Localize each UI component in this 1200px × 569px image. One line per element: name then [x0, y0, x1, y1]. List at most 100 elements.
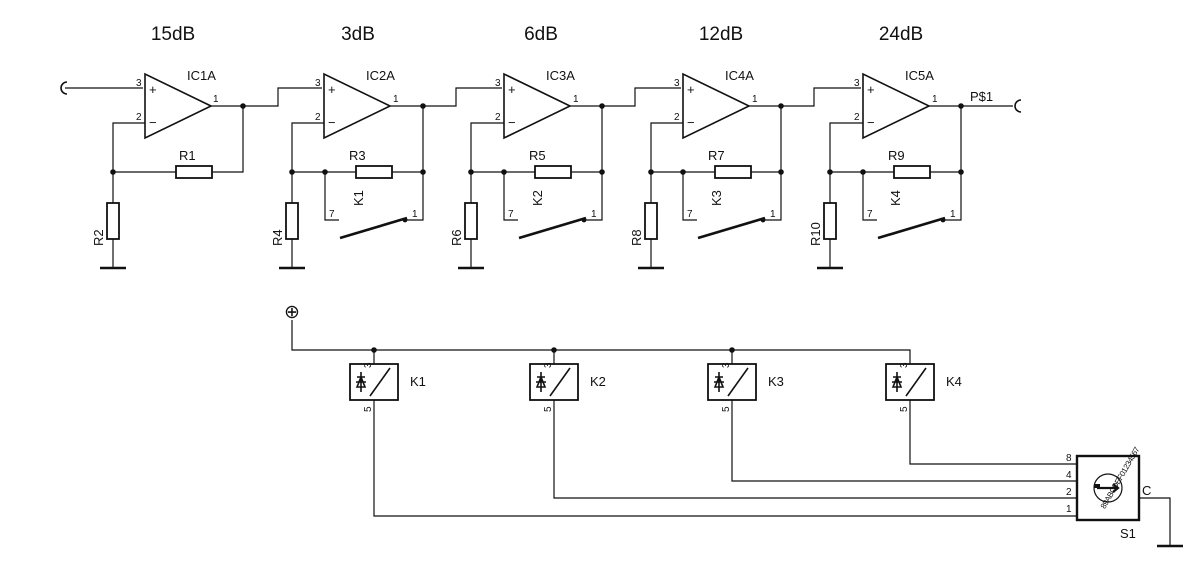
ground-resistor-label: R10	[808, 222, 823, 246]
contact-pin: 1	[591, 209, 597, 220]
amplifier-stage-5: 24dB IC5A + − 3 2 1 P$1 R9 K4 7 1 R10	[808, 24, 1022, 270]
pin-number: 2	[495, 112, 501, 123]
pin-number: 2	[674, 112, 680, 123]
pin-plus-sign: +	[508, 82, 516, 97]
relay-label: K4	[946, 374, 962, 389]
pin-number: 3	[854, 78, 860, 89]
ground-resistor	[823, 202, 837, 240]
stage-gain-label: 24dB	[879, 24, 923, 45]
switch-pin: 2	[1066, 487, 1072, 498]
switch-pin: 4	[1066, 470, 1072, 481]
ground-resistor	[285, 202, 299, 240]
ground-resistor-label: R4	[270, 229, 285, 246]
relay-coil-k2: K2 3 5	[529, 362, 1065, 499]
ground-resistor	[106, 202, 120, 240]
relay-diode-icon	[355, 372, 367, 392]
opamp-symbol	[862, 72, 931, 140]
opamp-label: IC3A	[546, 68, 575, 83]
relay-diode-icon	[891, 372, 903, 392]
opamp-label: IC1A	[187, 68, 216, 83]
opamp-symbol	[144, 72, 213, 140]
stage-gain-label: 12dB	[699, 24, 743, 45]
amplifier-stage-2: 3dB IC2A + − 3 2 1 R3 K1 7 1 R4	[270, 24, 502, 270]
contact-pin: 1	[770, 209, 776, 220]
relay-contact	[339, 216, 408, 240]
opamp-symbol	[503, 72, 572, 140]
pin-minus-sign: −	[508, 115, 516, 130]
coil-pin: 5	[543, 406, 554, 412]
feedback-resistor-label: R1	[179, 148, 196, 163]
pin-number: 1	[213, 94, 219, 105]
stage-gain-label: 6dB	[524, 24, 558, 45]
coil-pin: 3	[899, 362, 910, 368]
relay-contact-label: K4	[888, 190, 903, 206]
relay-contact	[518, 216, 587, 240]
ground-resistor-label: R6	[449, 229, 464, 246]
opamp-symbol	[323, 72, 392, 140]
relay-contact	[877, 216, 946, 240]
opamp-label: IC2A	[366, 68, 395, 83]
coil-pin: 3	[543, 362, 554, 368]
feedback-resistor	[893, 165, 931, 179]
amplifier-stage-3: 6dB IC3A + − 3 2 1 R5 K2 7 1 R6	[449, 24, 681, 270]
supply-rail: ⊕	[284, 302, 911, 364]
contact-pin: 7	[329, 209, 335, 220]
pin-number: 3	[495, 78, 501, 89]
switch-pin: 1	[1066, 504, 1072, 515]
output-label: P$1	[970, 89, 993, 104]
contact-pin: 7	[867, 209, 873, 220]
ground-resistor-label: R2	[91, 229, 106, 246]
coil-pin: 5	[721, 406, 732, 412]
relay-diode-icon	[535, 372, 547, 392]
pin-minus-sign: −	[867, 115, 875, 130]
relay-coil-k1: K1 3 5	[349, 362, 1065, 517]
pin-number: 3	[674, 78, 680, 89]
supply-symbol: ⊕	[284, 302, 300, 323]
pin-minus-sign: −	[149, 115, 157, 130]
amplifier-stage-1: 15dB IC1A + − 3 2 1 R1 R2	[60, 24, 322, 270]
switch-pointer-icon	[1097, 483, 1120, 493]
relay-label: K2	[590, 374, 606, 389]
pin-number: 1	[573, 94, 579, 105]
relay-contact-label: K1	[351, 190, 366, 206]
rotary-switch-s1: 89ABCDEF01234567 S1 C 8 4 2 1	[1065, 445, 1183, 548]
feedback-resistor-label: R5	[529, 148, 546, 163]
contact-pin: 1	[412, 209, 418, 220]
feedback-resistor	[175, 165, 213, 179]
pin-minus-sign: −	[328, 115, 336, 130]
pin-number: 1	[752, 94, 758, 105]
coil-pin: 3	[363, 362, 374, 368]
switch-pin: 8	[1066, 453, 1072, 464]
pin-number: 3	[136, 78, 142, 89]
feedback-resistor-label: R7	[708, 148, 725, 163]
contact-pin: 7	[687, 209, 693, 220]
relay-diode-icon	[713, 372, 725, 392]
switch-label: S1	[1120, 526, 1136, 541]
relay-label: K1	[410, 374, 426, 389]
coil-pin: 5	[363, 406, 374, 412]
switch-common-pin: C	[1142, 483, 1151, 498]
relay-coil-k4: K4 3 5	[885, 362, 1065, 465]
relay-label: K3	[768, 374, 784, 389]
relay-contact-label: K2	[530, 190, 545, 206]
feedback-resistor	[355, 165, 393, 179]
relay-contact-label: K3	[709, 190, 724, 206]
opamp-label: IC4A	[725, 68, 754, 83]
stage-gain-label: 3dB	[341, 24, 375, 45]
pin-number: 2	[315, 112, 321, 123]
ground-resistor-label: R8	[629, 229, 644, 246]
pin-number: 3	[315, 78, 321, 89]
feedback-resistor-label: R3	[349, 148, 366, 163]
pin-number: 2	[136, 112, 142, 123]
pin-plus-sign: +	[328, 82, 336, 97]
feedback-resistor-label: R9	[888, 148, 905, 163]
pin-plus-sign: +	[867, 82, 875, 97]
pin-plus-sign: +	[687, 82, 695, 97]
ground-resistor	[644, 202, 658, 240]
contact-pin: 7	[508, 209, 514, 220]
amplifier-stage-4: 12dB IC4A + − 3 2 1 R7 K3 7 1 R8	[629, 24, 861, 270]
opamp-label: IC5A	[905, 68, 934, 83]
pin-plus-sign: +	[149, 82, 157, 97]
pin-number: 2	[854, 112, 860, 123]
